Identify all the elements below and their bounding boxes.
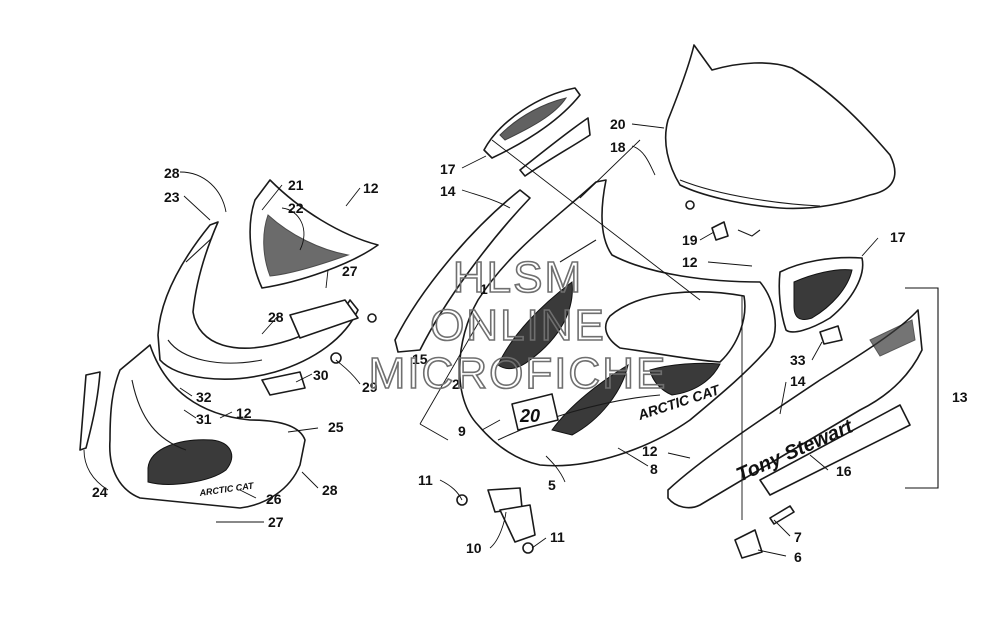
callout-31: 31 [196,411,212,427]
race-number-text: 20 [519,406,540,426]
callout-25: 25 [328,419,344,435]
assembly-13-bracket [905,287,939,489]
windshield-bracket-part [711,221,761,241]
callout-19: 19 [682,232,698,248]
callout-8: 8 [650,461,658,477]
callout-28: 28 [322,482,338,498]
hood-mount-brackets-part [456,487,536,554]
callout-20: 20 [610,116,626,132]
callout-7: 7 [794,529,802,545]
callout-labels: 28 23 21 22 12 27 28 30 29 32 31 12 25 2… [92,116,968,565]
callout-10: 10 [466,540,482,556]
callout-28: 28 [268,309,284,325]
callout-24: 24 [92,484,108,500]
watermark: HLSM ONLINE MICROFICHE [368,252,668,399]
callout-28: 28 [164,165,180,181]
callout-27: 27 [268,514,284,530]
callout-12: 12 [642,443,658,459]
callout-32: 32 [196,389,212,405]
leader-lines [83,123,879,557]
callout-21: 21 [288,177,304,193]
hood-side-trim-left-part [394,189,531,353]
bolt-and-bracket-part [734,505,795,559]
callout-29: 29 [362,379,378,395]
bracket-hardware-part [261,299,377,396]
callout-27: 27 [342,263,358,279]
callout-9: 9 [458,423,466,439]
lower-nose-pan-part: ARCTIC CAT [109,344,306,509]
callout-5: 5 [548,477,556,493]
callout-12: 12 [236,405,252,421]
callout-17: 17 [440,161,456,177]
headlight-trim-part [249,179,379,289]
callout-18: 18 [610,139,626,155]
grommet-part [819,325,843,345]
callout-13: 13 [952,389,968,405]
watermark-line-2: ONLINE [430,301,606,350]
side-trim-strip-part [79,371,101,451]
callout-2: 2 [452,376,460,392]
callout-12: 12 [363,180,379,196]
watermark-line-1: HLSM [453,253,583,302]
callout-11: 11 [550,529,565,545]
main-hood-part: ARCTIC CAT 20 [458,179,776,467]
callout-1: 1 [480,281,488,297]
race-number-plate: 20 [511,393,559,431]
callout-14: 14 [790,373,806,389]
watermark-line-3: MICROFICHE [369,349,668,398]
windshield-part [664,44,896,210]
side-panel-part: Tony Stewart [667,309,923,509]
side-vent-part [778,256,864,333]
callout-17: 17 [890,229,906,245]
callout-11: 11 [418,472,433,488]
callout-15: 15 [412,351,428,367]
callout-6: 6 [794,549,802,565]
upper-vent-part [483,87,591,177]
callout-23: 23 [164,189,180,205]
callout-33: 33 [790,352,806,368]
callout-26: 26 [266,491,282,507]
callout-14: 14 [440,183,456,199]
callout-12: 12 [682,254,698,270]
callout-30: 30 [313,367,329,383]
callout-16: 16 [836,463,852,479]
nose-bezel-part [157,221,359,380]
callout-22: 22 [288,200,304,216]
